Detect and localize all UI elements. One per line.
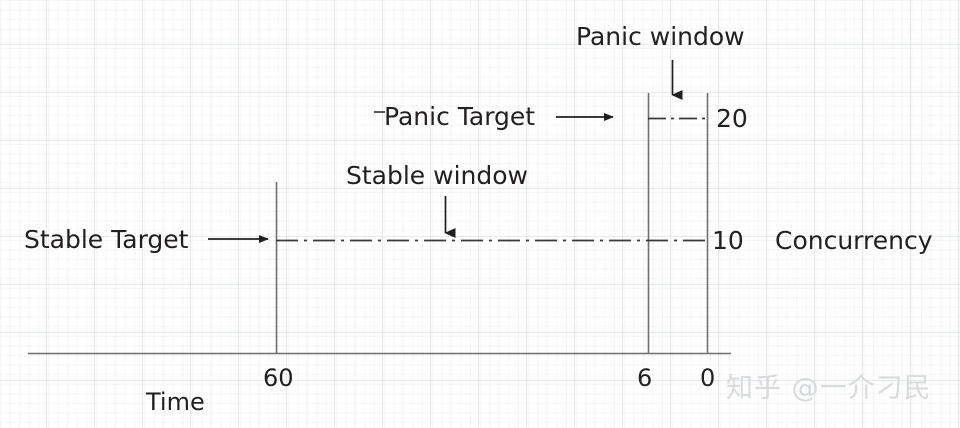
x-axis-tick-60: 60 bbox=[263, 364, 294, 392]
y-axis-tick-20: 20 bbox=[716, 104, 748, 133]
annotation-panic-window: Panic window bbox=[576, 22, 745, 51]
y-axis-title: Concurrency bbox=[775, 226, 933, 255]
annotation-stable-window: Stable window bbox=[346, 161, 528, 190]
x-axis-tick-0: 0 bbox=[700, 364, 716, 392]
y-axis-tick-10: 10 bbox=[712, 226, 744, 255]
x-axis-title: Time bbox=[146, 388, 205, 416]
annotation-stable-target: Stable Target bbox=[24, 225, 189, 254]
watermark: 知乎 @一介刁民 bbox=[726, 373, 932, 404]
x-axis-tick-6: 6 bbox=[637, 364, 653, 392]
annotation-panic-target: Panic Target bbox=[384, 102, 536, 131]
